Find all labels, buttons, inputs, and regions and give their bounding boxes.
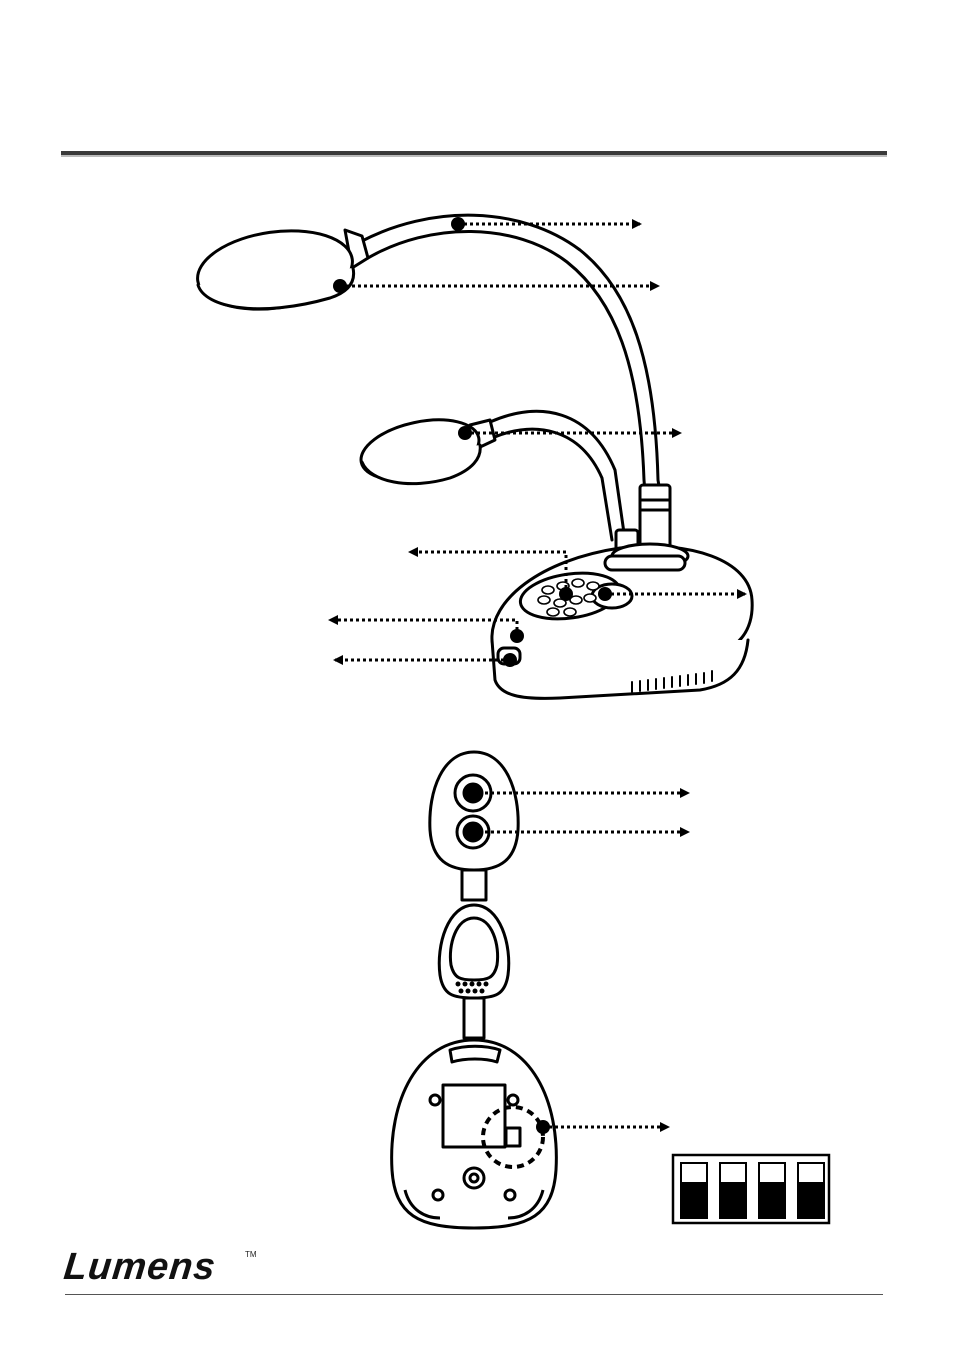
dip-switch-2 [719,1162,747,1219]
dip-switch-diagram [671,1153,831,1225]
trademark-symbol: TM [245,1250,257,1259]
callout-arrows-top [328,219,747,665]
header-rule [61,151,887,155]
callout-arrows-bottom [473,788,690,1132]
callout-dots-top [333,217,612,667]
footer-rule [65,1294,883,1295]
document-camera-drawing [196,213,754,700]
dip-switch-1 [680,1162,708,1219]
dip-switch-3 [758,1162,786,1219]
callout-dots-bottom [466,786,550,1134]
underside-drawing [390,750,558,1230]
dip-switch-4 [797,1162,825,1219]
lumens-logo: Lumens [61,1246,218,1288]
